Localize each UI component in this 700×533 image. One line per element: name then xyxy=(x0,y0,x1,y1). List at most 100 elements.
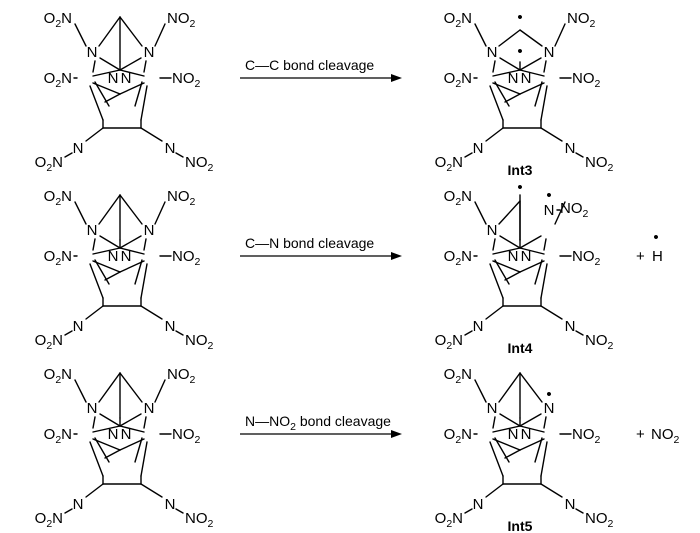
radical-dot: • xyxy=(546,187,551,204)
bond xyxy=(492,60,496,73)
nitro-group: NO2 xyxy=(572,70,601,90)
text-part: NO xyxy=(185,510,208,527)
bond xyxy=(98,16,121,47)
nitrogen-atom: N xyxy=(144,44,155,61)
bond xyxy=(474,23,487,47)
product-label: Int4 xyxy=(508,340,533,356)
nitrogen-atom: N xyxy=(508,426,519,443)
bond xyxy=(494,81,510,107)
bond xyxy=(154,201,166,225)
bond xyxy=(119,425,145,433)
bond xyxy=(74,379,87,403)
bond xyxy=(85,483,104,498)
subscript: 2 xyxy=(583,208,589,220)
bond xyxy=(489,263,504,299)
nitrogen-atom: N xyxy=(108,426,119,443)
text-part: O xyxy=(35,332,47,349)
nitrogen-atom: N xyxy=(487,222,498,239)
nitro-group: NO2 xyxy=(572,248,601,268)
text-part: O xyxy=(44,426,56,443)
nitrogen-atom: N xyxy=(144,400,155,417)
subscript: 2 xyxy=(455,196,461,208)
subscript: 2 xyxy=(46,162,52,174)
text-part: O xyxy=(444,70,456,87)
text-part: NO xyxy=(572,70,595,87)
bond xyxy=(64,508,73,514)
bond xyxy=(540,483,563,498)
bond xyxy=(175,330,184,336)
bond xyxy=(98,372,121,403)
nitrogen-atom: N xyxy=(521,70,532,87)
bond xyxy=(140,263,148,299)
bond xyxy=(74,23,87,47)
nitro-group: O2N xyxy=(435,332,463,352)
text-part: O xyxy=(44,10,56,27)
nitrogen-atom: N xyxy=(165,318,176,335)
radical-dot: • xyxy=(517,9,522,26)
nitro-group: NO2 xyxy=(567,10,596,30)
bond xyxy=(140,305,163,320)
nitrogen-atom: N xyxy=(473,496,484,513)
bond xyxy=(104,271,121,281)
text-part: N xyxy=(52,154,63,171)
bond xyxy=(94,259,110,285)
nitrogen-atom: N xyxy=(108,70,119,87)
bond xyxy=(519,247,545,255)
bond xyxy=(485,305,504,320)
radical-dot: • xyxy=(653,229,658,246)
nitrogen-atom: N xyxy=(73,140,84,157)
subscript: 2 xyxy=(455,256,461,268)
text-part: N xyxy=(461,248,472,265)
nitro-group: NO2 xyxy=(172,426,201,446)
bond xyxy=(489,441,504,477)
bond xyxy=(534,259,543,285)
bond xyxy=(492,69,521,77)
subscript: 2 xyxy=(190,374,196,386)
nitrogen-atom: N xyxy=(508,248,519,265)
subscript: 2 xyxy=(195,78,201,90)
bond xyxy=(498,29,521,47)
bond xyxy=(474,379,487,403)
nitro-group: O2N xyxy=(44,366,72,386)
bond xyxy=(92,438,121,451)
text-part: O xyxy=(435,332,447,349)
bond xyxy=(489,85,504,121)
reaction-arrow: C—C bond cleavage xyxy=(240,57,402,82)
product-label: Int5 xyxy=(508,518,533,533)
nitrogen-atom: N xyxy=(87,44,98,61)
nitro-group: NO2 xyxy=(167,366,196,386)
bond xyxy=(119,194,143,225)
bond xyxy=(92,60,96,73)
bond xyxy=(175,508,184,514)
nitro-group: O2N xyxy=(444,366,472,386)
bond xyxy=(119,372,143,403)
subscript: 2 xyxy=(208,162,214,174)
bond xyxy=(92,247,121,255)
bond xyxy=(74,201,87,225)
nitro-group: O2N xyxy=(444,188,472,208)
subscript: 2 xyxy=(55,374,61,386)
nitro-group: O2N xyxy=(444,70,472,90)
bond xyxy=(92,416,96,429)
nitro-group: NO2 xyxy=(172,70,201,90)
nitrogen-atom: N xyxy=(87,400,98,417)
bond xyxy=(99,235,121,249)
arrow-label: C—C bond cleavage xyxy=(245,57,374,73)
text-part: NO xyxy=(585,332,608,349)
nitro-group: O2N xyxy=(435,154,463,174)
text-part: O xyxy=(435,154,447,171)
nitrogen-atom: N xyxy=(487,400,498,417)
bond xyxy=(99,57,121,71)
text-part: N xyxy=(52,332,63,349)
subscript: 2 xyxy=(446,340,452,352)
nitro-group: O2N xyxy=(35,510,63,530)
nitrogen-atom: N xyxy=(73,318,84,335)
bond xyxy=(99,413,121,427)
nitrogen-atom: N xyxy=(165,140,176,157)
bond xyxy=(134,437,143,463)
bond xyxy=(89,85,104,121)
bond xyxy=(519,57,542,71)
text-part: N xyxy=(461,188,472,205)
